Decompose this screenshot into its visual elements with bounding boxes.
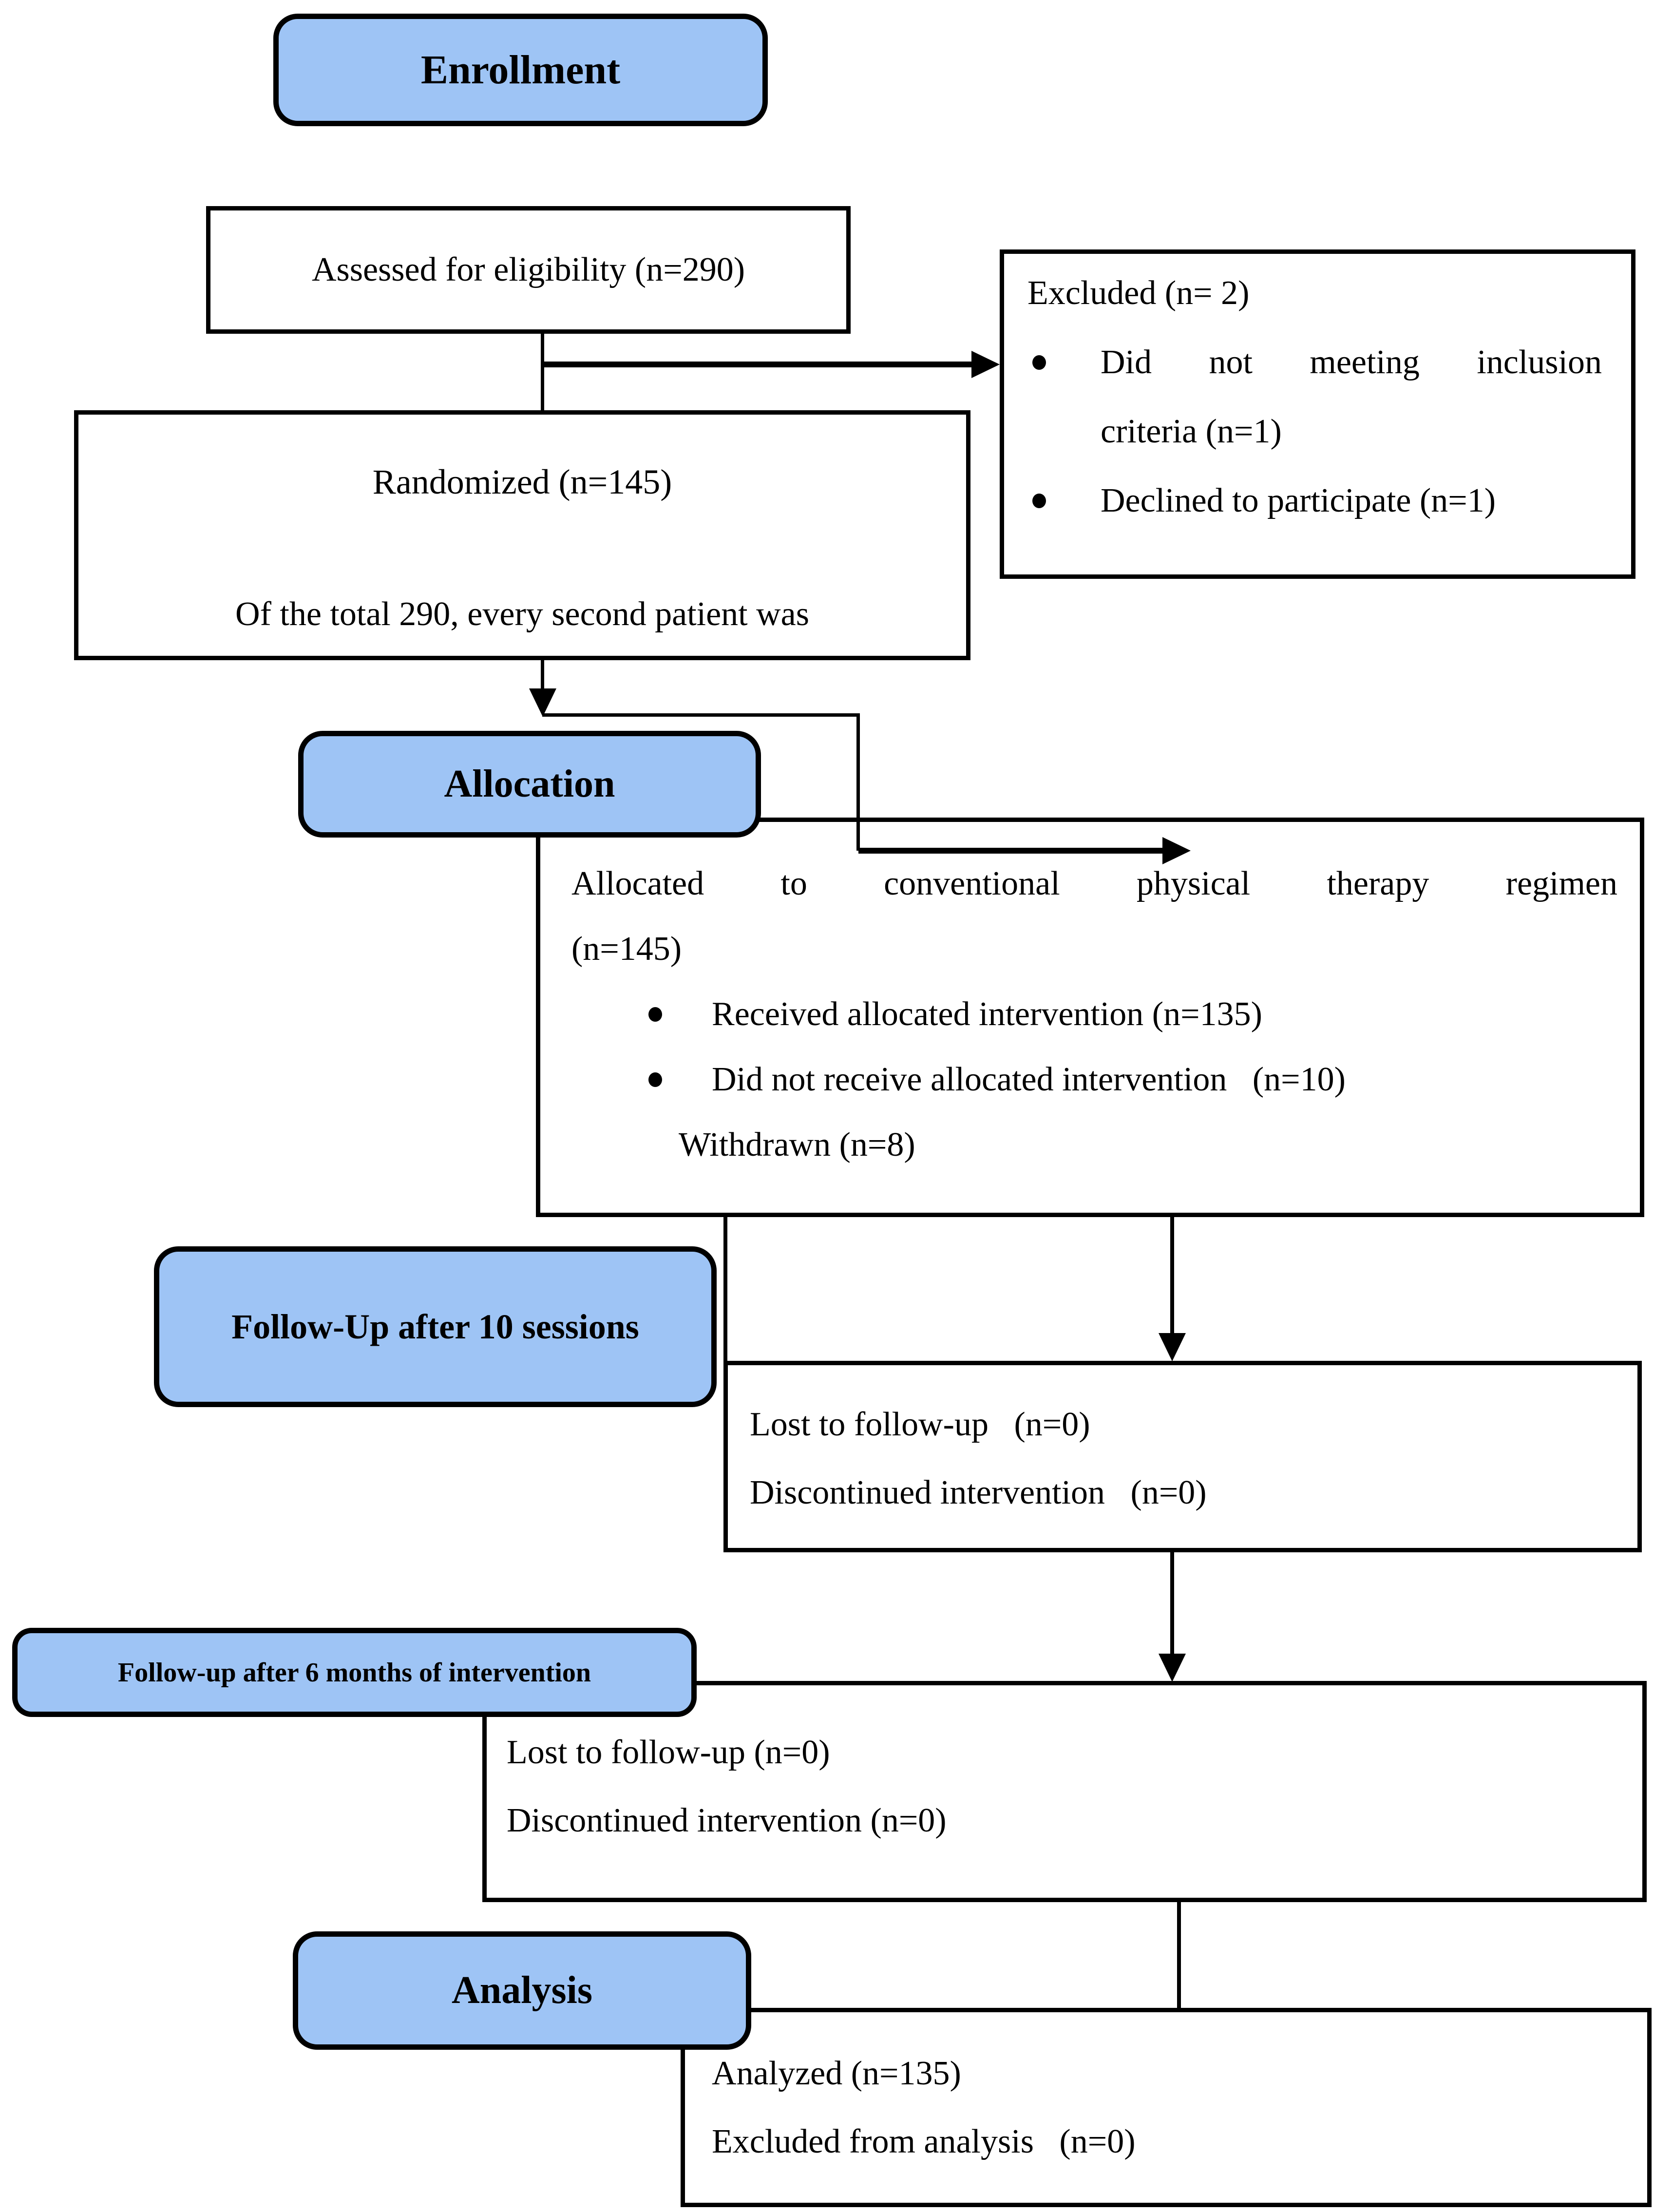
connector-elbow-top xyxy=(542,713,860,717)
excluded-title: Excluded (n= 2) xyxy=(1027,274,1250,312)
connector-randomized-to-allocation xyxy=(541,660,544,689)
lost-followup-6-box: Lost to follow-up (n=0) Discontinued int… xyxy=(482,1681,1647,1902)
lost6-line2: Discontinued intervention (n=0) xyxy=(507,1802,947,1839)
enrollment-label-box: Enrollment xyxy=(273,14,768,126)
arrowhead-excluded-icon xyxy=(971,351,1000,378)
arrowhead-lost6-icon xyxy=(1159,1654,1186,1682)
excluded-bullet-1-line2: criteria (n=1) xyxy=(1101,413,1282,450)
bullet-icon xyxy=(1032,494,1046,508)
bullet-icon xyxy=(648,1007,662,1022)
connector-assessed-to-randomized xyxy=(541,334,544,412)
arrowhead-allocated-icon xyxy=(1162,837,1191,864)
bullet-icon xyxy=(648,1072,662,1087)
followup-10-label: Follow-Up after 10 sessions xyxy=(231,1307,639,1346)
excluded-bullet-2-text: Declined to participate (n=1) xyxy=(1101,482,1496,519)
randomized-line2: Of the total 290, every second patient w… xyxy=(235,595,809,633)
connector-to-excluded xyxy=(542,362,971,367)
enrollment-label: Enrollment xyxy=(420,47,621,93)
analysis-label: Analysis xyxy=(452,1969,592,2012)
lost10-line2: Discontinued intervention (n=0) xyxy=(750,1474,1207,1511)
followup-10-label-box: Follow-Up after 10 sessions xyxy=(154,1246,717,1407)
arrowhead-allocation-icon xyxy=(529,688,556,717)
connector-elbow-side xyxy=(856,713,860,851)
allocated-bullet-list: Received allocated intervention (n=135) … xyxy=(571,982,1617,1112)
connector-lost10-to-lost6 xyxy=(1170,1552,1174,1655)
allocated-bullet-1-text: Received allocated intervention (n=135) xyxy=(712,995,1262,1033)
allocated-title-line2: (n=145) xyxy=(571,930,682,968)
arrowhead-lost10-icon xyxy=(1159,1333,1186,1361)
analyzed-box: Analyzed (n=135) Excluded from analysis … xyxy=(681,2008,1652,2207)
lost10-line1: Lost to follow-up (n=0) xyxy=(750,1406,1090,1443)
allocated-withdrawn-note: Withdrawn (n=8) xyxy=(679,1126,915,1163)
connector-into-allocated xyxy=(858,848,1162,854)
connector-allocated-lost10-left xyxy=(723,1217,727,1363)
lost6-line1: Lost to follow-up (n=0) xyxy=(507,1734,830,1771)
analyzed-line2: Excluded from analysis (n=0) xyxy=(712,2123,1136,2160)
excluded-bullet-2: Declined to participate (n=1) xyxy=(1027,466,1602,535)
bullet-icon xyxy=(1032,355,1046,370)
followup-6-label: Follow-up after 6 months of intervention xyxy=(117,1657,591,1688)
followup-6-label-box: Follow-up after 6 months of intervention xyxy=(12,1628,697,1717)
connector-lost6-to-analyzed xyxy=(1177,1902,1181,2010)
assessed-box: Assessed for eligibility (n=290) xyxy=(206,206,851,334)
connector-allocated-to-lost10 xyxy=(1170,1217,1174,1334)
assessed-text: Assessed for eligibility (n=290) xyxy=(311,251,745,288)
allocated-bullet-2: Did not receive allocated intervention (… xyxy=(571,1047,1617,1112)
allocation-label-box: Allocation xyxy=(298,731,761,838)
allocation-label: Allocation xyxy=(444,763,615,805)
randomized-box: Randomized (n=145) Of the total 290, eve… xyxy=(74,410,970,660)
lost-followup-10-box: Lost to follow-up (n=0) Discontinued int… xyxy=(723,1361,1642,1552)
analyzed-line1: Analyzed (n=135) xyxy=(712,2055,961,2092)
allocated-bullet-2-text: Did not receive allocated intervention (… xyxy=(712,1061,1346,1098)
analysis-label-box: Analysis xyxy=(293,1931,751,2050)
allocated-bullet-1: Received allocated intervention (n=135) xyxy=(571,982,1617,1047)
randomized-line1: Randomized (n=145) xyxy=(372,462,672,501)
